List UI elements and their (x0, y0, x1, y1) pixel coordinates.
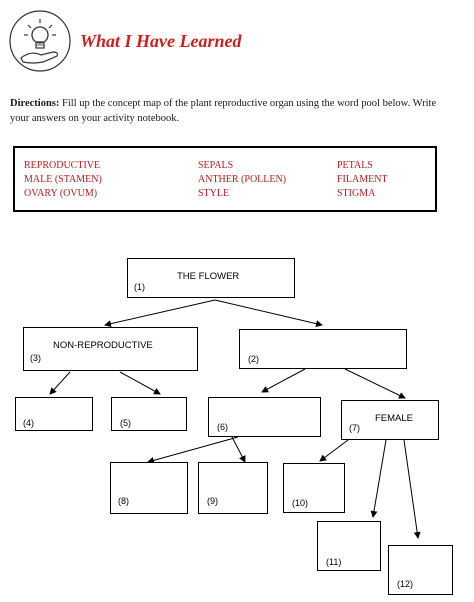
arrow-7-to-11 (370, 439, 387, 518)
box-number: (4) (23, 418, 34, 428)
arrow-1-to-3 (104, 299, 216, 328)
word-pool-item: ANTHER (POLLEN) (198, 174, 287, 185)
box-number: (12) (397, 579, 414, 589)
answer-box-10: (10) (283, 463, 345, 513)
arrow-7-to-10 (319, 439, 349, 462)
arrow-3-to-5 (119, 371, 161, 395)
arrow-3-to-4 (49, 371, 71, 395)
box-number: (8) (118, 496, 129, 506)
arrow-2-to-7 (344, 368, 406, 399)
arrow-2-to-6 (261, 368, 306, 393)
box-number: (9) (207, 496, 218, 506)
directions-lead: Directions: (10, 98, 60, 109)
box-number: (6) (217, 422, 228, 432)
non-reproductive-box: NON-REPRODUCTIVE (3) (23, 327, 198, 371)
arrow-6-to-9 (231, 436, 246, 463)
directions-text: Directions: Fill up the concept map of t… (10, 96, 450, 126)
arrow-6-to-8 (147, 436, 239, 464)
arrow-7-to-12 (403, 439, 421, 539)
box-number: (2) (248, 354, 259, 364)
word-pool-column-1: REPRODUCTIVE MALE (STAMEN) OVARY (OVUM) (24, 159, 102, 201)
word-pool-item: STIGMA (337, 188, 376, 199)
box-number: (11) (326, 557, 342, 567)
word-pool-column-2: SEPALS ANTHER (POLLEN) STYLE (198, 159, 286, 201)
arrow-1-to-2 (214, 299, 323, 328)
word-pool-item: STYLE (198, 188, 230, 199)
box-number: (10) (292, 498, 309, 508)
flower-label: THE FLOWER (177, 271, 240, 282)
box-number: (5) (120, 418, 131, 428)
word-pool-item: REPRODUCTIVE (24, 160, 101, 171)
directions-body: Fill up the concept map of the plant rep… (10, 98, 437, 124)
answer-box-8: (8) (110, 462, 188, 514)
word-pool-item: PETALS (337, 160, 373, 171)
answer-box-12: (12) (388, 545, 453, 595)
word-pool-column-3: PETALS FILAMENT STIGMA (337, 159, 388, 201)
answer-box-5: (5) (111, 397, 187, 431)
word-pool-item: MALE (STAMEN) (24, 174, 102, 185)
answer-box-4: (4) (15, 397, 93, 431)
answer-box-9: (9) (198, 462, 268, 514)
word-pool-item: OVARY (OVUM) (24, 188, 98, 199)
lightbulb-hand-logo-icon (7, 8, 73, 74)
word-pool-box: REPRODUCTIVE MALE (STAMEN) OVARY (OVUM) … (13, 146, 437, 212)
box-number: (3) (30, 353, 41, 363)
non-reproductive-label: NON-REPRODUCTIVE (53, 340, 153, 351)
answer-box-11: (11) (317, 521, 381, 571)
female-label: FEMALE (375, 413, 414, 424)
answer-box-2: (2) (239, 329, 407, 369)
word-pool-item: SEPALS (198, 160, 234, 171)
answer-box-6: (6) (208, 397, 321, 437)
box-number: (1) (134, 282, 145, 292)
word-pool-item: FILAMENT (337, 174, 388, 185)
flower-box: THE FLOWER (1) (127, 258, 295, 298)
female-box: FEMALE (7) (341, 400, 439, 440)
page-title: What I Have Learned (80, 31, 242, 51)
box-number: (7) (349, 423, 360, 433)
